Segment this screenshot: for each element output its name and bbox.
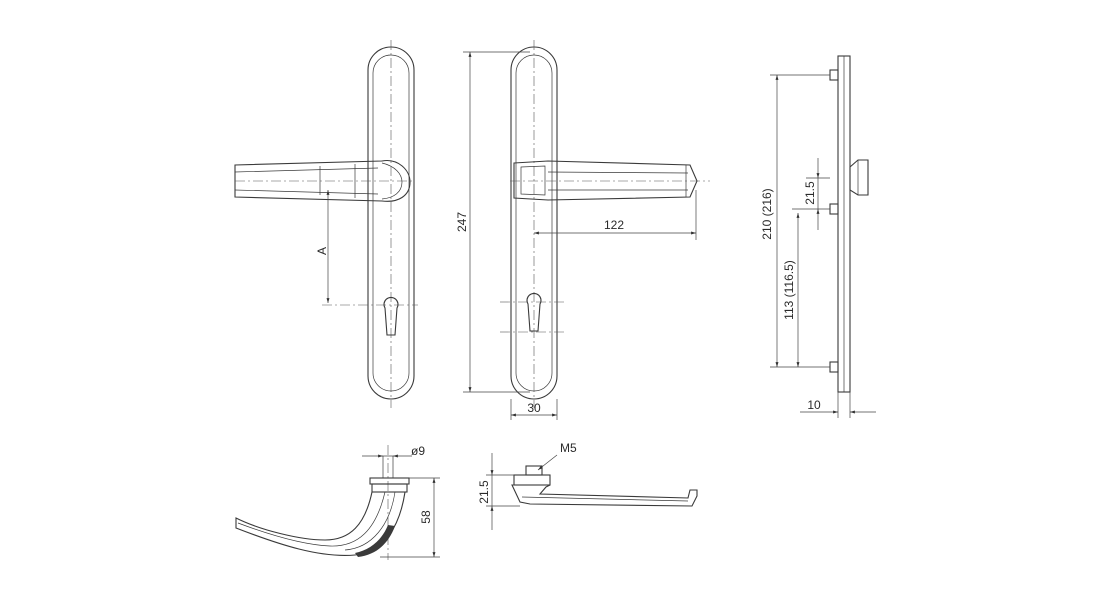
rose-top: [369, 477, 410, 485]
dimension-58-label: 58: [419, 510, 433, 524]
fixing-stud-bottom: [829, 361, 839, 373]
curved-lever-shadow: [355, 525, 395, 557]
curved-lever-body: [235, 491, 406, 556]
fixing-stud-top: [829, 69, 839, 81]
cylinder-hole: [383, 296, 399, 336]
lever-side-view-flat: M5 21.5: [477, 441, 698, 530]
side-view: 210 (216) 21.5 113 (116.5) 10: [760, 55, 876, 418]
cylinder-hole: [526, 292, 542, 332]
grub-screw-boss: [525, 465, 543, 476]
lever-arm: [234, 160, 411, 202]
dimension-21-5-side-label: 21.5: [803, 181, 817, 205]
handle-stub: [849, 159, 869, 196]
dimension-a-label: A: [315, 247, 329, 255]
dimension-122-label: 122: [604, 218, 624, 232]
dimension-10-label: 10: [807, 398, 821, 412]
dimension-30-label: 30: [527, 401, 541, 415]
m5-leader: [537, 454, 558, 471]
dimension-247-label: 247: [455, 212, 469, 232]
front-view-left: A: [234, 40, 418, 408]
flat-lever-body: [511, 484, 698, 507]
fixing-stud-middle: [829, 203, 839, 215]
front-view-middle: 247 122 30: [455, 40, 710, 420]
dimension-dia9-label: ø9: [411, 444, 425, 458]
lever-side-view: ø9 58: [235, 444, 440, 560]
rose-body: [371, 483, 408, 493]
rose: [513, 474, 551, 486]
dimension-21-5-bottom-label: 21.5: [477, 480, 491, 504]
lever-arm: [513, 160, 698, 201]
dimension-113-label: 113 (116.5): [782, 260, 796, 320]
m5-label: M5: [560, 441, 577, 455]
dimension-210-label: 210 (216): [760, 188, 774, 239]
